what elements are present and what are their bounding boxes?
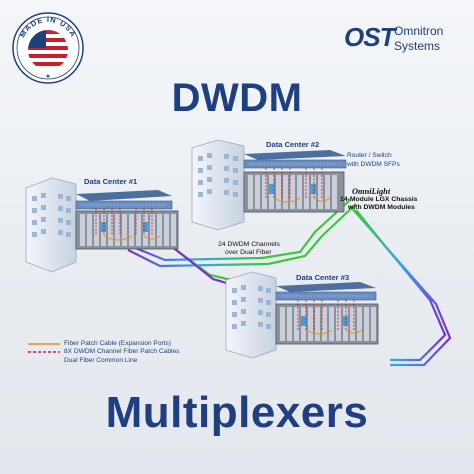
router-label-line1: Router / Switch	[347, 152, 392, 159]
legend-swatches	[28, 343, 60, 362]
channels-label-line2: over Dual Fiber	[225, 249, 272, 256]
omnitron-logo: OST Omnitron Systems	[344, 20, 464, 56]
seal-star-icon: ★	[45, 73, 50, 80]
usa-flag-icon	[28, 30, 68, 70]
headline-bottom: Multiplexers	[105, 388, 369, 437]
chassis-label-line2: 14-Module LGX Chassis	[340, 196, 418, 203]
data-center-3	[225, 271, 379, 359]
made-in-usa-seal: MADE IN USA ★	[12, 12, 84, 84]
data-center-2-label: Data Center #2	[266, 140, 320, 149]
data-center-2	[191, 139, 347, 231]
data-center-1	[25, 177, 179, 273]
channels-label-line1: 24 DWDM Channels	[218, 241, 280, 248]
legend-label-common-line: Dual Fiber Common Line	[64, 357, 138, 364]
building-icon	[25, 177, 77, 273]
chassis-brand-label: OmniLight	[352, 187, 391, 196]
headline-top: DWDM	[171, 76, 303, 120]
router-switch-icon	[76, 190, 172, 201]
legend-label-fiber-patch: Fiber Patch Cable (Expansion Ports)	[64, 340, 172, 347]
router-label-line2: with DWDM SFPs	[347, 161, 400, 168]
data-center-1-label: Data Center #1	[84, 177, 138, 186]
router-switch-icon	[276, 282, 376, 292]
brand-name-line1: Omnitron	[394, 24, 444, 38]
data-center-3-label: Data Center #3	[296, 273, 350, 282]
brand-name-line2: Systems	[394, 39, 441, 53]
building-icon	[191, 139, 245, 231]
brand-mark: OST	[344, 22, 395, 52]
legend-label-dwdm-patch: 8X DWDM Channel Fiber Patch Cables	[64, 348, 180, 355]
router-switch-icon	[244, 150, 346, 160]
building-icon	[225, 271, 277, 359]
chassis-label-line3: with DWDM Modules	[348, 204, 415, 211]
